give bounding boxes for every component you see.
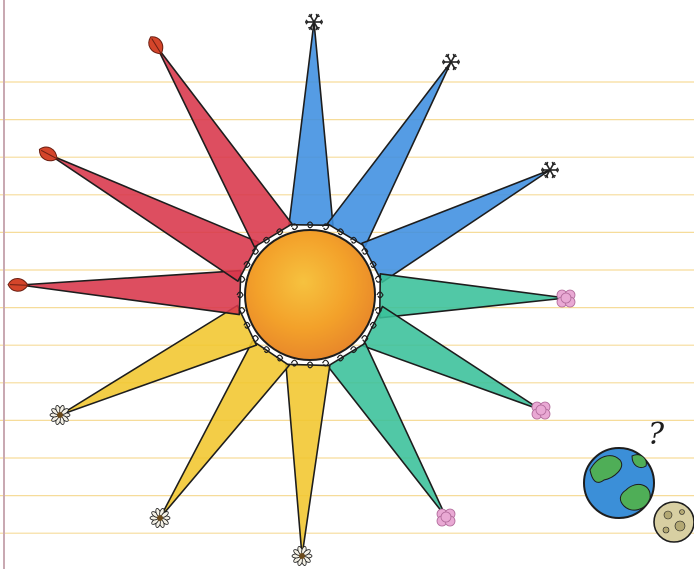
- snowflake-icon: [541, 162, 559, 178]
- autumn-leaf-icon: [8, 278, 30, 292]
- sun-disc: [245, 230, 375, 360]
- ray-summer: [286, 364, 330, 556]
- blossom-icon: [532, 402, 550, 419]
- daisy-icon: [50, 405, 70, 425]
- autumn-leaf-icon: [36, 144, 61, 166]
- earth-icon: [584, 448, 654, 518]
- snowflake-icon: [442, 54, 460, 70]
- ray-spring: [380, 274, 566, 318]
- autumn-leaf-icon: [145, 33, 167, 58]
- blossom-icon: [437, 509, 455, 526]
- daisy-icon: [292, 546, 312, 566]
- question-mark: ?: [648, 417, 665, 452]
- moon-icon: [654, 502, 694, 542]
- ray-winter: [289, 22, 333, 225]
- sun: [245, 230, 375, 360]
- blossom-icon: [557, 290, 575, 307]
